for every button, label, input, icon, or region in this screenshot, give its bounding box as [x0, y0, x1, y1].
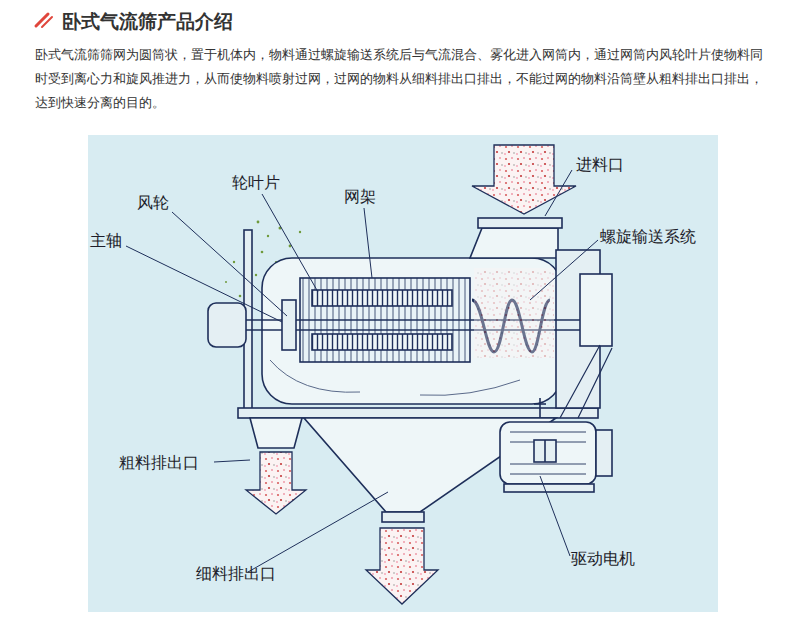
page-title: 卧式气流筛产品介绍: [62, 9, 233, 35]
bearing-box: [580, 274, 612, 346]
blades: [312, 334, 452, 350]
coarse-arrow: [246, 452, 306, 514]
motor: [500, 422, 596, 484]
belt: [560, 345, 612, 418]
pencil-icon: [36, 14, 52, 27]
inlet-flange: [478, 218, 562, 228]
fine-arrow: [366, 528, 438, 604]
housing: [262, 258, 562, 404]
coarse-outlet: [250, 418, 302, 448]
part-label: 风轮: [135, 194, 171, 212]
diagram-ground: [88, 135, 718, 612]
intro-text: 卧式气流筛筛网为圆筒状，置于机体内，物料通过螺旋输送系统后与气流混合、雾化进入网…: [35, 43, 773, 115]
part-label: 进料口: [574, 156, 626, 174]
machine: [208, 145, 612, 604]
base-frame: [238, 408, 598, 418]
inlet-pipe: [470, 228, 558, 258]
part-label: 驱动电机: [569, 550, 637, 568]
shaft-bearing: [208, 303, 246, 347]
part-label: 细料排出口: [194, 565, 278, 583]
fan-wheel: [282, 300, 296, 350]
feed-arrow: [472, 145, 576, 214]
leader-lines: [126, 170, 598, 572]
part-label: 螺旋输送系统: [598, 228, 698, 246]
part-label: 轮叶片: [230, 174, 282, 192]
part-label: 粗料排出口: [117, 454, 201, 472]
part-label: 网架: [342, 188, 378, 206]
blades: [312, 290, 452, 306]
part-label: 主轴: [88, 232, 124, 250]
